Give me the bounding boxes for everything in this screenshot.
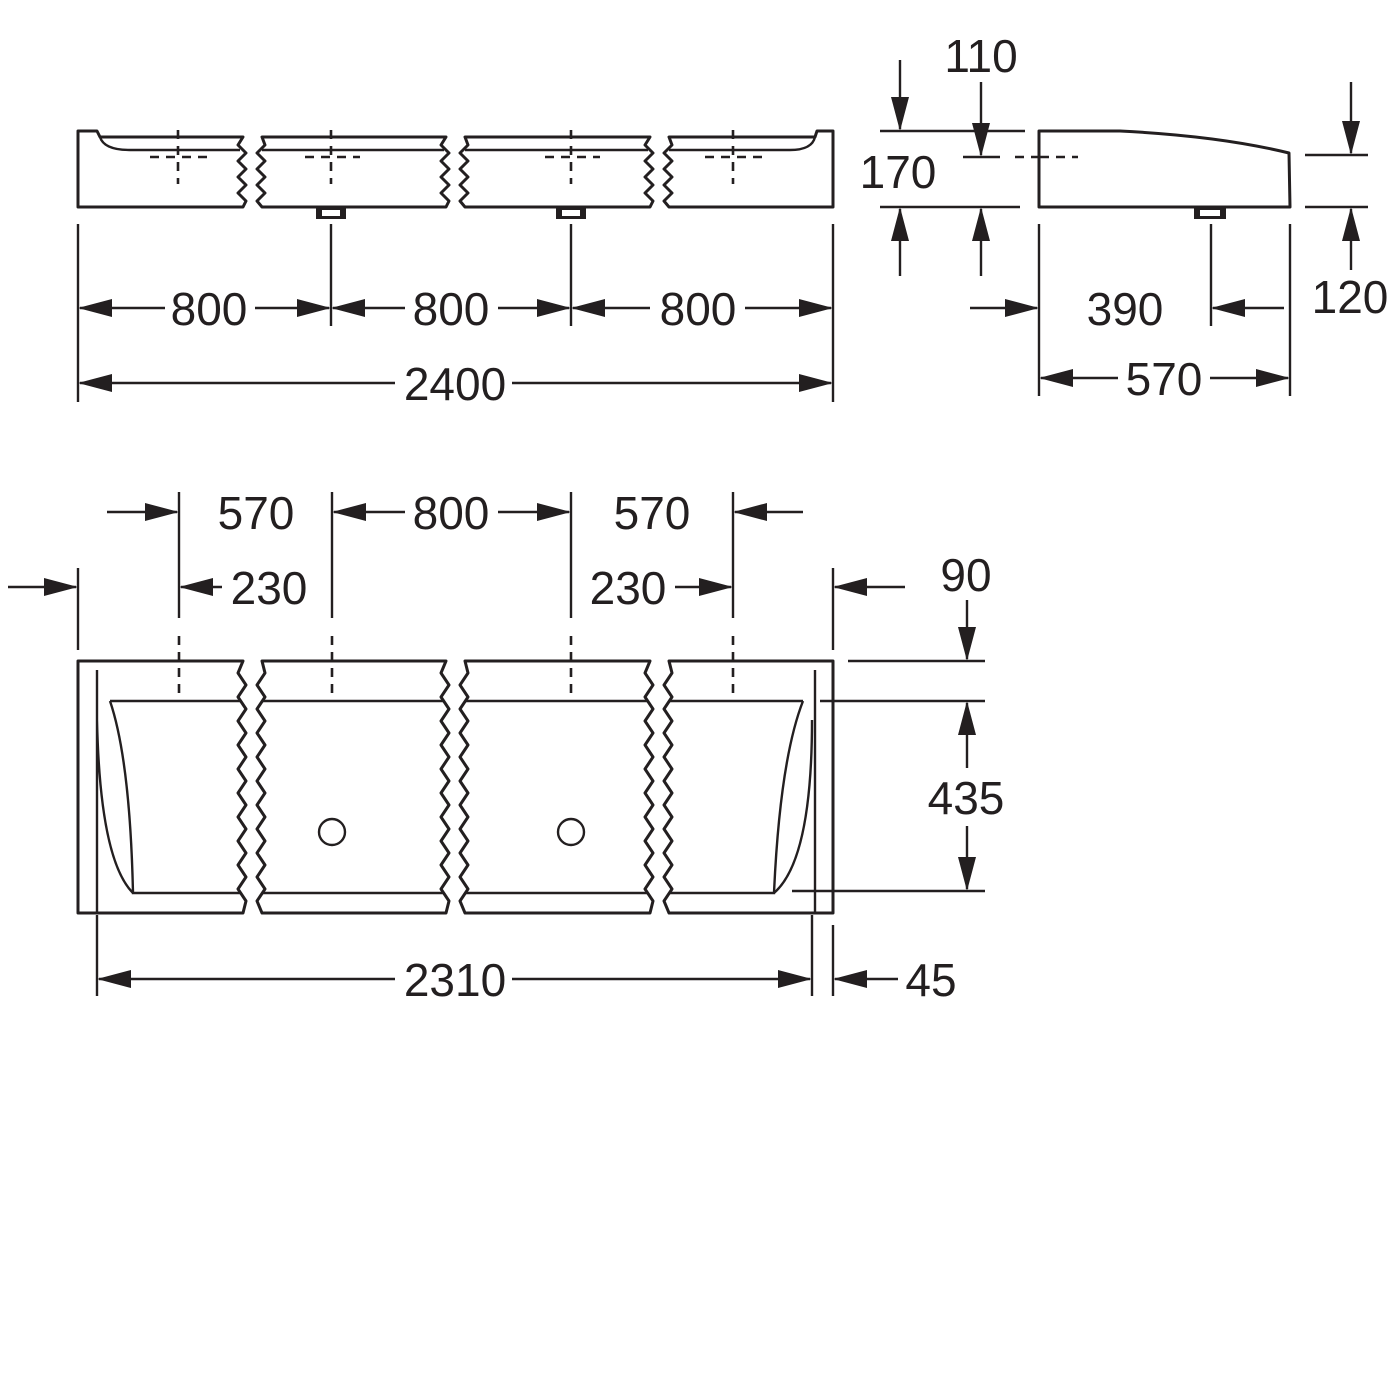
plan-bowl-outline bbox=[95, 670, 817, 913]
front-extension-lines bbox=[76, 224, 835, 402]
dim-segment-3: 800 bbox=[660, 283, 737, 335]
dim-overall-length: 2400 bbox=[404, 358, 506, 410]
plan-body-segment-1 bbox=[76, 659, 248, 915]
plan-view: 570 800 570 230 230 bbox=[8, 487, 1004, 1006]
dim-right-inner: 230 bbox=[590, 562, 667, 614]
side-view: 170 110 120 390 570 bbox=[860, 30, 1389, 405]
side-dim-120-arrows bbox=[1342, 82, 1360, 270]
dim-center-spacing: 800 bbox=[413, 487, 490, 539]
dim-segment-2: 800 bbox=[413, 283, 490, 335]
dim-drain-offset: 390 bbox=[1087, 283, 1164, 335]
plan-dim-2310-arrows bbox=[97, 970, 812, 988]
plan-dim-570-left-arrows bbox=[107, 503, 179, 521]
dim-left-inner: 230 bbox=[231, 562, 308, 614]
dim-right-outer: 570 bbox=[614, 487, 691, 539]
side-reference-lines bbox=[880, 129, 1368, 209]
dim-bowl-depth: 435 bbox=[928, 772, 1005, 824]
front-rim-line bbox=[98, 136, 817, 152]
plan-dim-230-right-arrows bbox=[675, 578, 733, 596]
plan-outlet-markers bbox=[177, 636, 735, 697]
dim-depth: 570 bbox=[1126, 353, 1203, 405]
dim-bowl-length: 2310 bbox=[404, 954, 506, 1006]
plan-dim-230-left-arrows bbox=[8, 578, 222, 596]
side-body bbox=[1037, 129, 1292, 209]
side-dim-390-arrows bbox=[970, 299, 1284, 317]
dim-left-outer: 570 bbox=[218, 487, 295, 539]
front-outlet-markers bbox=[150, 130, 762, 184]
plan-drain-holes bbox=[317, 817, 586, 847]
side-drain-stub bbox=[1194, 207, 1226, 219]
side-dim-110-arrows bbox=[972, 82, 990, 276]
plan-dim-90-arrows bbox=[958, 600, 976, 661]
dim-height-front: 170 bbox=[860, 146, 937, 198]
plan-body-segment-4 bbox=[662, 659, 835, 915]
front-view: 800 800 800 2400 bbox=[76, 129, 835, 410]
plan-dim-800-arrows bbox=[332, 503, 571, 521]
dim-top-offset: 110 bbox=[944, 30, 1017, 82]
plan-rim-reference-lines bbox=[792, 659, 985, 893]
side-dim-170-arrows bbox=[891, 60, 909, 276]
plan-dim-45-arrows bbox=[833, 970, 898, 988]
dim-segment-1: 800 bbox=[171, 283, 248, 335]
plan-body-segment-2 bbox=[255, 659, 451, 915]
plan-dim-435-arrows bbox=[958, 701, 976, 891]
dim-end-wall: 45 bbox=[905, 954, 956, 1006]
plan-dim-570-right-arrows bbox=[733, 503, 803, 521]
dim-rim-width: 90 bbox=[940, 549, 991, 601]
front-dim-overall-arrows bbox=[78, 374, 833, 392]
side-dim-570-arrows bbox=[1039, 369, 1290, 387]
front-body-segment-2 bbox=[255, 135, 451, 209]
plan-dim-end-arrow bbox=[833, 578, 905, 596]
plan-extension-lines bbox=[76, 492, 835, 650]
front-body-segment-3 bbox=[458, 135, 655, 209]
front-body-segment-4 bbox=[662, 129, 835, 209]
front-dim-800-arrows bbox=[78, 299, 833, 317]
front-drain-stubs bbox=[316, 207, 586, 219]
plan-body-segment-3 bbox=[458, 659, 655, 915]
dim-height-back: 120 bbox=[1312, 271, 1389, 323]
